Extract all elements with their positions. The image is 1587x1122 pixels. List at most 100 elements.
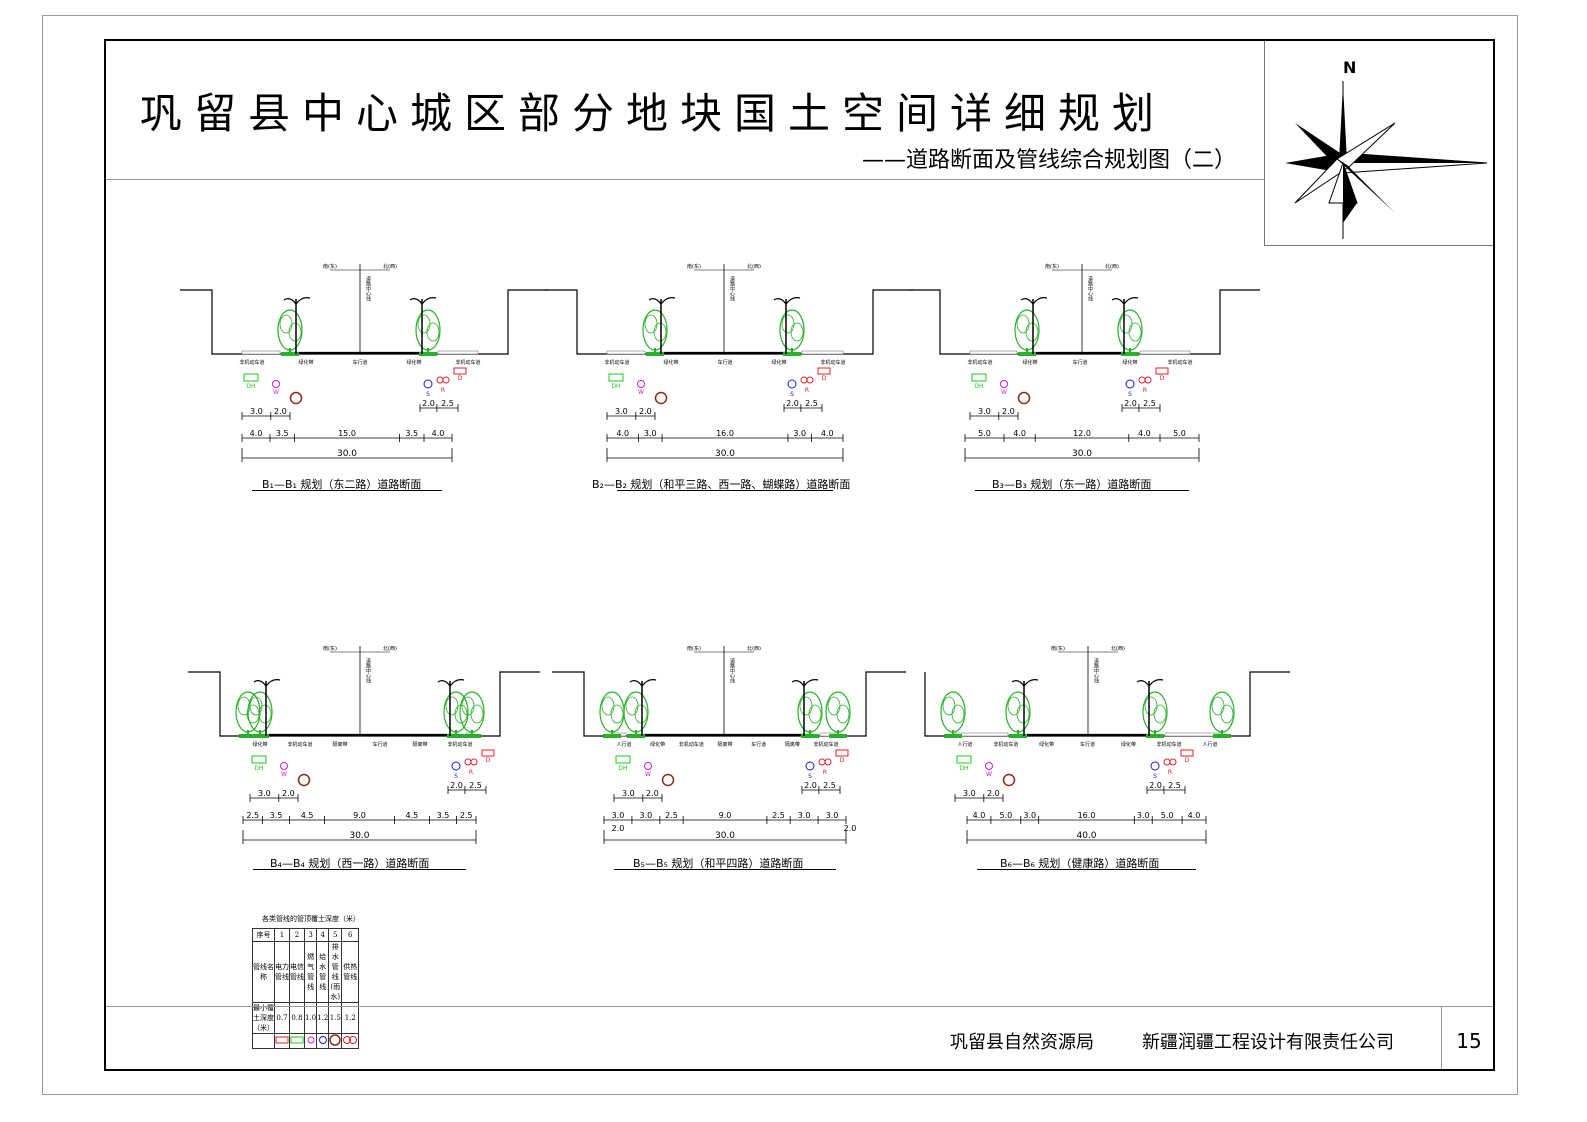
lane-width-dim: 2.5 xyxy=(460,811,473,820)
lane-width-dim: 9.0 xyxy=(719,811,732,820)
telecom-pipe-icon xyxy=(956,755,972,764)
pipe-label-d: D xyxy=(840,757,845,764)
lane-width-dim: 2.5 xyxy=(246,811,259,820)
tree-icon xyxy=(1005,691,1031,738)
pipe-offset-dim: 2.5 xyxy=(441,399,454,408)
legend-depth-row: 最小覆土深度（米） 0.7 0.8 1.0 1.2 1.5 1.2 xyxy=(252,1002,360,1034)
pipe-label-d: D xyxy=(1185,757,1190,764)
lane-label: 非机动车道 xyxy=(239,359,264,366)
legend-depth: 1.2 xyxy=(316,1002,330,1034)
lane-label: 非机动车道 xyxy=(604,359,629,366)
tree-icon xyxy=(1142,691,1168,738)
legend-depth: 1.0 xyxy=(303,1002,318,1034)
pipe-label-d: D xyxy=(1160,375,1165,382)
telecom-pipe-icon xyxy=(243,373,259,382)
section-caption: B₅—B₅ 规划（和平四路）道路断面 xyxy=(633,857,804,870)
lane-label: 绿化带 xyxy=(252,741,267,748)
pipe-label-r: R xyxy=(441,387,445,394)
section-caption: B₂—B₂ 规划（和平三路、西一路、蝴蝶路）道路断面 xyxy=(592,478,851,491)
pipe-label-dh: DH xyxy=(611,383,620,390)
lane-width-dim: 3.5 xyxy=(270,811,283,820)
pipe-offset-dim: 2.0 xyxy=(422,399,435,408)
pipe-offset-dim: 2.0 xyxy=(804,781,817,790)
street-lamp-icon xyxy=(437,679,465,736)
legend-symbol-cell xyxy=(274,1033,290,1049)
lane-label: 绿化带 xyxy=(1022,359,1037,366)
lane-label: 绿化带 xyxy=(1122,359,1137,366)
compass-north-label: N xyxy=(1343,58,1356,77)
water-pipe-icon xyxy=(1150,761,1160,771)
pipe-offset-dim: 2.0 xyxy=(450,781,463,790)
direction-label-right: 北(西) xyxy=(383,645,397,652)
power-pipe-icon xyxy=(835,749,849,757)
pipe-label-r: R xyxy=(1168,769,1172,776)
lane-label: 隔离带 xyxy=(332,741,347,748)
pipe-offset-dim: 2.0 xyxy=(1149,781,1162,790)
legend-depth: 0.8 xyxy=(289,1002,305,1034)
water-pipe-icon xyxy=(1125,379,1135,389)
lane-width-dim: 2.5 xyxy=(772,811,785,820)
legend-name: 排水管线(雨水) xyxy=(328,941,343,1003)
lane-width-dim: 4.0 xyxy=(616,429,629,438)
total-width-dim: 40.0 xyxy=(1076,831,1096,841)
pipe-offset-dim: 2.5 xyxy=(1143,399,1156,408)
lane-label: 人行道 xyxy=(616,741,631,748)
section-caption: B₃—B₃ 规划（东一路）道路断面 xyxy=(992,478,1152,491)
tree-icon xyxy=(599,691,625,738)
direction-label-right: 北(西) xyxy=(383,263,397,270)
lane-label: 非机动车道 xyxy=(455,359,480,366)
lane-width-dim: 3.0 xyxy=(793,429,806,438)
pipe-offset-dim: 2.0 xyxy=(274,407,287,416)
lane-label: 车行道 xyxy=(1072,359,1087,366)
pipe-label-s: S xyxy=(790,391,794,398)
pipe-label-s: S xyxy=(1153,773,1157,780)
caption-underline xyxy=(977,869,1196,870)
street-lamp-icon xyxy=(773,297,801,354)
drawing-frame xyxy=(104,39,1495,1071)
tree-icon xyxy=(235,691,261,738)
pipe-label-s: S xyxy=(1128,391,1132,398)
legend-name: 给水管线 xyxy=(316,941,330,1003)
lane-width-dim: 4.5 xyxy=(406,811,419,820)
legend-symbol-cell xyxy=(303,1033,318,1049)
caption-underline xyxy=(253,869,466,870)
lane-width-dim: 5.0 xyxy=(978,429,991,438)
direction-label-left: 南(东) xyxy=(323,263,337,270)
lane-width-dim: 5.0 xyxy=(1161,811,1174,820)
power-pipe-icon xyxy=(275,1036,289,1044)
power-pipe-icon xyxy=(453,367,467,375)
pipe-label-r: R xyxy=(823,769,827,776)
lane-label: 非机动车道 xyxy=(447,741,472,748)
footer-separator xyxy=(1441,1007,1442,1069)
lane-label: 隔离带 xyxy=(412,741,427,748)
drain-pipe-icon xyxy=(1017,391,1031,405)
header-divider xyxy=(106,179,1264,180)
street-lamp-icon xyxy=(791,679,819,736)
direction-label-right: 北(西) xyxy=(747,263,761,270)
lane-label: 非机动车道 xyxy=(679,741,704,748)
tree-icon xyxy=(1209,691,1235,738)
legend-symbol-cell xyxy=(289,1033,305,1049)
water-pipe-icon xyxy=(787,379,797,389)
pipe-label-w: W xyxy=(273,389,279,396)
legend-depth-label: 最小覆土深度（米） xyxy=(252,1002,275,1034)
pipe-offset-dim: 3.0 xyxy=(622,789,635,798)
lane-width-dim: 3.5 xyxy=(437,811,450,820)
power-pipe-icon xyxy=(817,367,831,375)
power-pipe-icon xyxy=(1180,749,1194,757)
lane-label: 非机动车道 xyxy=(287,741,312,748)
lane-width-dim: 3.0 xyxy=(644,429,657,438)
legend-name: 电信管线 xyxy=(289,941,305,1003)
lane-label: 隔离带 xyxy=(785,741,800,748)
tree-icon xyxy=(825,691,851,738)
pipe-label-d: D xyxy=(822,375,827,382)
legend-name: 电力管线 xyxy=(274,941,290,1003)
direction-label-right: 北(西) xyxy=(747,645,761,652)
tree-icon xyxy=(797,691,823,738)
lane-width-dim: 4.5 xyxy=(301,811,314,820)
pipe-label-d: D xyxy=(486,757,491,764)
